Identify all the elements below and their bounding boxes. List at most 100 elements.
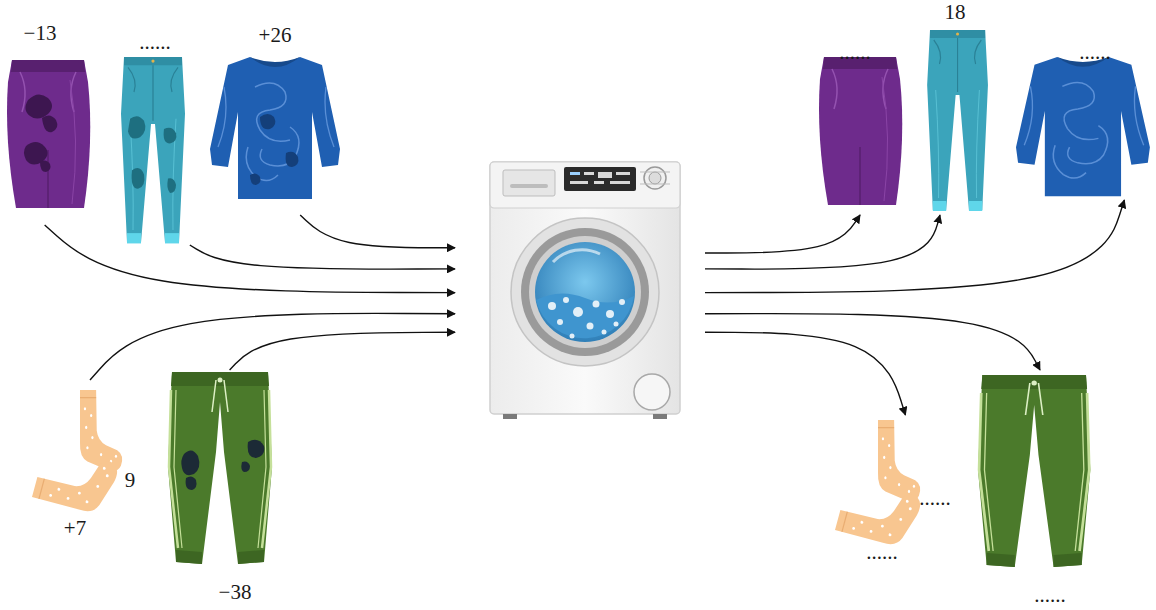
socks-clean <box>835 420 923 550</box>
jeans-dirty <box>121 57 185 243</box>
flow-arrow <box>190 245 455 269</box>
washing-machine-part <box>634 374 670 410</box>
socks-dirty-part <box>80 390 122 471</box>
skirt-dirty-part <box>7 60 90 208</box>
washing-machine-part-part <box>593 301 600 308</box>
jeans-dirty-part <box>164 128 177 144</box>
sweatpants-clean-part <box>978 375 1090 567</box>
flow-arrow <box>90 313 455 380</box>
washing-machine-part <box>521 228 649 356</box>
shirt-clean-part <box>1016 57 1150 196</box>
flow-arrow <box>300 215 455 248</box>
jeans-clean <box>927 30 988 211</box>
washing-machine-part <box>564 167 636 191</box>
sweatpants-dirty-part <box>181 450 199 475</box>
washing-machine-part-part <box>570 334 575 339</box>
washing-machine-part <box>570 172 580 175</box>
socks-clean-part <box>878 420 920 501</box>
washing-machine-part <box>570 181 588 184</box>
washing-machine-part <box>644 167 666 189</box>
washing-machine-part <box>529 236 641 348</box>
clean-skirt: ...... <box>815 15 900 215</box>
sweatpants-dirty-part <box>241 462 250 473</box>
dirty-jeans: ...... <box>115 15 200 245</box>
sweatpants-dirty-part <box>186 476 197 490</box>
washing-machine-part <box>640 172 670 184</box>
item-value: −13 <box>24 23 57 44</box>
item-value: ...... <box>1079 42 1111 63</box>
shirt-clean <box>1016 57 1150 196</box>
item-value: 18 <box>945 2 966 23</box>
washing-machine-part <box>511 218 659 366</box>
washing-machine-part <box>616 172 630 175</box>
clean-sweatpants: ...... <box>970 370 1095 605</box>
washing-machine-part <box>490 162 680 414</box>
shirt-dirty-part <box>286 152 299 167</box>
flow-arrow <box>45 225 455 293</box>
washing-machine-part <box>653 414 667 419</box>
item-value: 9 <box>125 470 136 491</box>
socks-clean-part <box>835 477 923 549</box>
jeans-dirty-part <box>128 116 145 138</box>
skirt-dirty-part <box>25 94 52 118</box>
washing-machine-part-part <box>573 307 583 317</box>
skirt-dirty <box>7 60 90 208</box>
item-value: ...... <box>1034 585 1066 606</box>
washing-machine-part <box>503 414 517 419</box>
washing-machine-part-part <box>614 322 619 327</box>
washing-machine-part <box>503 170 555 196</box>
washing-machine-part <box>584 172 594 175</box>
jeans-dirty-part <box>121 57 185 243</box>
dirty-skirt: −13 <box>0 15 95 225</box>
socks-dirty <box>32 390 122 517</box>
flow-arrow <box>705 215 860 253</box>
item-value: ...... <box>866 542 898 563</box>
sweatpants-dirty-part <box>248 440 265 458</box>
washing-machine-part <box>598 172 612 178</box>
washing-machine-part <box>535 242 635 342</box>
flow-arrow <box>705 314 1040 370</box>
washing-machine-part <box>510 184 548 188</box>
jeans-dirty-part <box>167 178 176 193</box>
clean-shirt: ...... <box>1015 15 1150 200</box>
washing-machine-part-part <box>619 299 625 305</box>
skirt-dirty-part <box>42 115 57 132</box>
skirt-clean <box>819 57 902 205</box>
item-value: ...... <box>139 32 171 53</box>
washing-machine-part <box>490 162 680 208</box>
sweatpants-dirty <box>168 372 272 564</box>
washing-machine-part <box>548 297 625 339</box>
jeans-clean-part <box>927 30 988 211</box>
washing-machine <box>490 162 680 419</box>
washing-machine-part-part <box>557 319 563 325</box>
dirty-shirt: +26 <box>205 15 345 215</box>
shirt-dirty <box>210 57 340 199</box>
flow-arrow <box>705 332 905 415</box>
washing-machine-part <box>536 293 634 338</box>
skirt-clean-part <box>819 57 902 205</box>
clean-socks: ............ <box>830 415 975 565</box>
skirt-dirty-part <box>40 160 51 172</box>
jeans-dirty-part <box>132 168 145 189</box>
washing-machine-part <box>649 172 661 184</box>
washing-machine-part <box>610 181 630 184</box>
flow-arrow <box>705 200 1124 293</box>
item-value: ...... <box>839 42 871 63</box>
washing-machine-part <box>553 250 600 262</box>
item-value: −38 <box>219 582 252 603</box>
item-value: +7 <box>64 518 86 539</box>
socks-dirty-part <box>32 444 120 516</box>
washing-machine-part <box>594 181 604 184</box>
washing-machine-part-part <box>548 302 556 310</box>
flow-arrow <box>230 332 455 370</box>
dirty-sweatpants: −38 <box>160 370 280 610</box>
shirt-dirty-part <box>210 57 340 199</box>
shirt-dirty-part <box>250 173 261 185</box>
washing-machine <box>455 158 705 422</box>
washing-machine-part-part <box>587 323 594 330</box>
clean-jeans: 18 <box>925 0 990 215</box>
